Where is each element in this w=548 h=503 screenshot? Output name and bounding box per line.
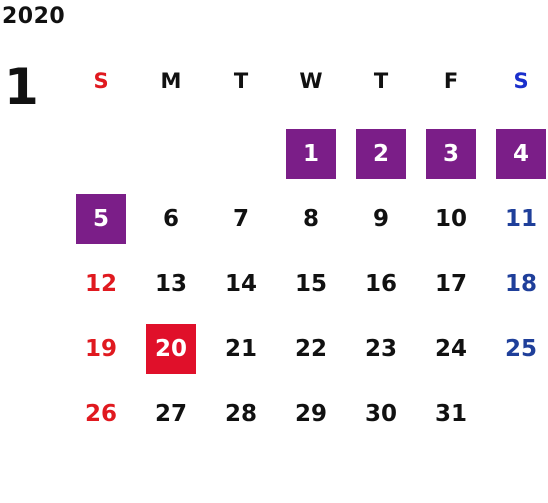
day-number: 21 xyxy=(224,335,257,362)
day-number: 13 xyxy=(154,270,187,297)
day-cell[interactable]: 8 xyxy=(276,186,346,251)
day-cell[interactable]: 11 xyxy=(486,186,548,251)
day-cell[interactable]: 19 xyxy=(66,316,136,381)
day-number: 26 xyxy=(84,400,117,427)
day-number: 6 xyxy=(162,205,179,232)
day-number: 25 xyxy=(504,335,537,362)
day-cell[interactable]: 5 xyxy=(66,186,136,251)
day-number: 1 xyxy=(286,128,336,179)
day-number: 5 xyxy=(76,193,126,244)
day-number: 27 xyxy=(154,400,187,427)
day-number: 29 xyxy=(294,400,327,427)
day-cell[interactable]: 4 xyxy=(486,121,548,186)
weekday-header-tue: T xyxy=(233,69,249,93)
day-cell[interactable]: 27 xyxy=(136,381,206,446)
day-number: 16 xyxy=(364,270,397,297)
weekday-header-thu: T xyxy=(373,69,389,93)
day-cell[interactable]: 1 xyxy=(276,121,346,186)
year-label: 2020 xyxy=(2,4,66,29)
day-number: 3 xyxy=(426,128,476,179)
day-number: 23 xyxy=(364,335,397,362)
day-number: 7 xyxy=(232,205,249,232)
day-number: 2 xyxy=(356,128,406,179)
day-number: 15 xyxy=(294,270,327,297)
day-cell[interactable]: 26 xyxy=(66,381,136,446)
day-number: 24 xyxy=(434,335,467,362)
day-number: 19 xyxy=(84,335,117,362)
day-cell[interactable]: 23 xyxy=(346,316,416,381)
day-cell[interactable]: 21 xyxy=(206,316,276,381)
day-cell[interactable]: 16 xyxy=(346,251,416,316)
day-cell[interactable]: 3 xyxy=(416,121,486,186)
day-cell[interactable]: 13 xyxy=(136,251,206,316)
day-cell[interactable]: 31 xyxy=(416,381,486,446)
day-cell[interactable]: 28 xyxy=(206,381,276,446)
day-cell[interactable]: 30 xyxy=(346,381,416,446)
day-cell[interactable]: 17 xyxy=(416,251,486,316)
day-cell[interactable]: 6 xyxy=(136,186,206,251)
day-number: 31 xyxy=(434,400,467,427)
day-cell[interactable]: 10 xyxy=(416,186,486,251)
day-cell[interactable]: 24 xyxy=(416,316,486,381)
day-cell[interactable]: 29 xyxy=(276,381,346,446)
day-cell[interactable]: 2 xyxy=(346,121,416,186)
day-number: 22 xyxy=(294,335,327,362)
weekday-header-mon: M xyxy=(160,69,182,93)
calendar-grid: S M T W T F S 1 2 3 4 5 6 7 8 9 10 11 12… xyxy=(66,56,548,446)
day-number: 17 xyxy=(434,270,467,297)
day-number: 28 xyxy=(224,400,257,427)
today-cell[interactable]: 20 xyxy=(136,316,206,381)
day-number: 4 xyxy=(496,128,546,179)
day-number: 20 xyxy=(146,323,196,374)
day-number: 10 xyxy=(434,205,467,232)
day-number: 30 xyxy=(364,400,397,427)
month-number: 1 xyxy=(4,58,39,116)
day-cell[interactable]: 15 xyxy=(276,251,346,316)
day-cell[interactable]: 14 xyxy=(206,251,276,316)
day-cell[interactable]: 18 xyxy=(486,251,548,316)
weekday-header-sat: S xyxy=(513,69,529,93)
day-cell[interactable]: 25 xyxy=(486,316,548,381)
day-cell[interactable]: 22 xyxy=(276,316,346,381)
day-cell[interactable]: 9 xyxy=(346,186,416,251)
weekday-header-sun: S xyxy=(93,69,109,93)
day-cell[interactable]: 12 xyxy=(66,251,136,316)
day-number: 12 xyxy=(84,270,117,297)
weekday-header-wed: W xyxy=(299,69,323,93)
day-number: 18 xyxy=(504,270,537,297)
day-number: 14 xyxy=(224,270,257,297)
day-number: 9 xyxy=(372,205,389,232)
day-number: 8 xyxy=(302,205,319,232)
day-cell[interactable]: 7 xyxy=(206,186,276,251)
weekday-header-fri: F xyxy=(443,69,459,93)
day-number: 11 xyxy=(504,205,537,232)
